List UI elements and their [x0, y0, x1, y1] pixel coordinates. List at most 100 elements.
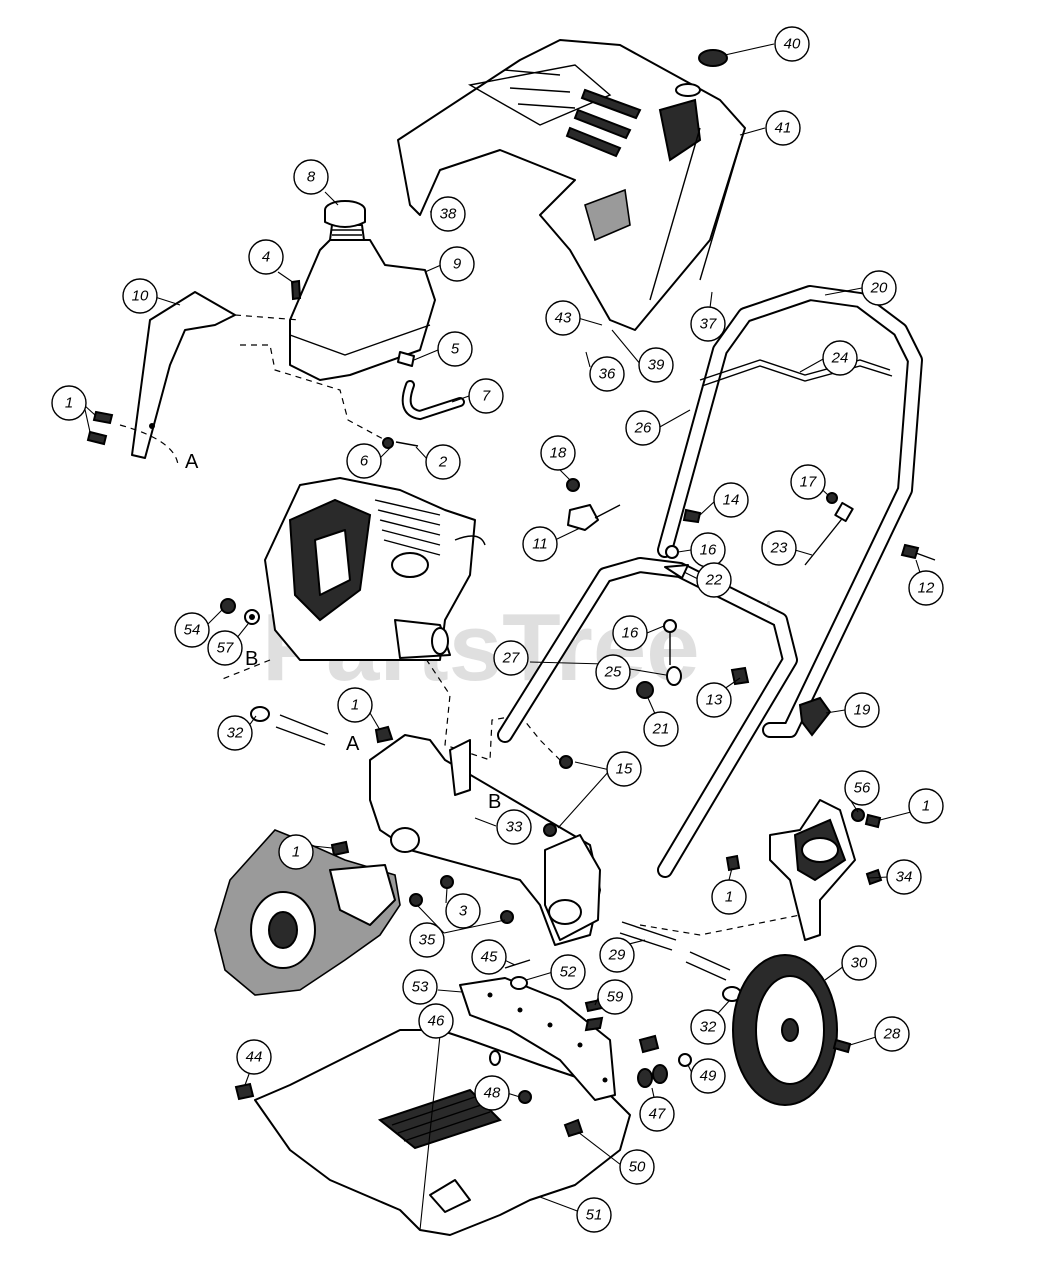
- callout-label: 57: [217, 640, 234, 657]
- callout-label: 12: [918, 580, 935, 597]
- callout-34: 34: [886, 859, 922, 895]
- callout-label: 2: [438, 454, 448, 471]
- callout-53: 53: [402, 969, 438, 1005]
- callout-5: 5: [437, 331, 473, 367]
- callout-37: 37: [690, 306, 726, 342]
- callout-59: 59: [597, 979, 633, 1015]
- callout-29: 29: [599, 937, 635, 973]
- callout-label: 1: [292, 844, 300, 861]
- leader-lines: [83, 43, 925, 1231]
- callout-4: 4: [248, 239, 284, 275]
- callout-label: 48: [484, 1085, 501, 1102]
- upper-handle-part: [657, 285, 923, 738]
- callout-label: 8: [307, 169, 316, 186]
- callout-label: 46: [428, 1013, 445, 1030]
- tank-bracket-part: [131, 291, 236, 459]
- callout-52: 52: [550, 954, 586, 990]
- callout-label: 21: [652, 721, 670, 738]
- callout-label: 7: [482, 388, 491, 405]
- callout-label: 30: [851, 955, 868, 972]
- callout-label: 52: [560, 964, 577, 981]
- callout-label: 28: [883, 1026, 901, 1043]
- callout-label: 38: [440, 206, 457, 223]
- callout-label: 40: [784, 36, 801, 53]
- callout-label: 33: [506, 819, 523, 836]
- callout-33: 33: [496, 809, 532, 845]
- callout-6: 6: [346, 443, 382, 479]
- impeller-drum-part: [214, 829, 401, 996]
- callout-49: 49: [690, 1058, 726, 1094]
- callout-11: 11: [522, 526, 558, 562]
- callout-label: 1: [351, 697, 359, 714]
- callout-1-frame-left: 1: [278, 834, 314, 870]
- callout-1-side-panel: 1: [908, 788, 944, 824]
- callout-16-lower: 16: [612, 615, 648, 651]
- control-rod-23-part: [804, 501, 854, 566]
- callout-label: 1: [922, 798, 930, 815]
- callout-10: 10: [122, 278, 158, 314]
- callout-35: 35: [409, 922, 445, 958]
- bolt-pair-1-part: [86, 410, 114, 446]
- callout-24: 24: [822, 340, 858, 376]
- callout-label: 3: [459, 903, 468, 920]
- knob-40-part: [698, 49, 728, 67]
- callout-17: 17: [790, 464, 826, 500]
- callout-label: 1: [725, 889, 733, 906]
- handle-brace-part: [699, 359, 893, 387]
- callout-54: 54: [174, 612, 210, 648]
- bottom-shroud-part: [254, 1029, 631, 1236]
- callout-label: 15: [616, 761, 633, 778]
- fuel-cap-part: [324, 200, 366, 228]
- callout-label: 13: [706, 692, 723, 709]
- callout-40: 40: [774, 26, 810, 62]
- callout-18: 18: [540, 435, 576, 471]
- callout-label: 50: [629, 1159, 646, 1176]
- ref-letter-a-upper: A: [185, 451, 199, 473]
- callout-label: 20: [870, 280, 888, 297]
- callout-1-handle-bottom: 1: [711, 879, 747, 915]
- callout-46: 46: [418, 1003, 454, 1039]
- callout-label: 24: [831, 350, 849, 367]
- callout-57: 57: [207, 630, 243, 666]
- callout-41: 41: [765, 110, 801, 146]
- callout-label: 18: [550, 445, 567, 462]
- callout-label: 25: [604, 664, 622, 681]
- callout-label: 19: [854, 702, 871, 719]
- callout-27: 27: [493, 640, 529, 676]
- callout-label: 54: [184, 622, 201, 639]
- ref-letter-b-upper: B: [245, 648, 258, 670]
- callout-label: 43: [555, 310, 572, 327]
- callout-label: 9: [453, 256, 462, 273]
- callout-label: 29: [608, 947, 626, 964]
- callout-26: 26: [625, 410, 661, 446]
- callout-8: 8: [293, 159, 329, 195]
- engine-part: [264, 477, 486, 661]
- callout-23: 23: [761, 530, 797, 566]
- callout-14: 14: [713, 482, 749, 518]
- decal-4-part: [290, 279, 302, 301]
- callout-label: 44: [246, 1049, 263, 1066]
- callout-43: 43: [545, 300, 581, 336]
- callout-39: 39: [638, 347, 674, 383]
- callout-38: 38: [430, 196, 466, 232]
- callout-label: 14: [723, 492, 740, 509]
- callout-label: 37: [700, 316, 717, 333]
- callout-label: 6: [360, 453, 369, 470]
- callout-51: 51: [576, 1197, 612, 1233]
- callout-20: 20: [861, 270, 897, 306]
- callout-label: 5: [451, 341, 460, 358]
- callout-label: 10: [132, 288, 149, 305]
- side-panel-part: [769, 799, 856, 941]
- callout-3: 3: [445, 893, 481, 929]
- callout-label: 51: [586, 1207, 603, 1224]
- callout-25: 25: [595, 654, 631, 690]
- ref-letter-b-lower: B: [488, 791, 501, 813]
- frame-bolts-part: [330, 725, 883, 924]
- callout-label: 56: [854, 780, 871, 797]
- callout-32-lower: 32: [690, 1009, 726, 1045]
- bottom-hardware-part: [234, 959, 692, 1138]
- callout-13: 13: [696, 682, 732, 718]
- callout-label: 4: [262, 249, 270, 266]
- callout-22: 22: [696, 562, 732, 598]
